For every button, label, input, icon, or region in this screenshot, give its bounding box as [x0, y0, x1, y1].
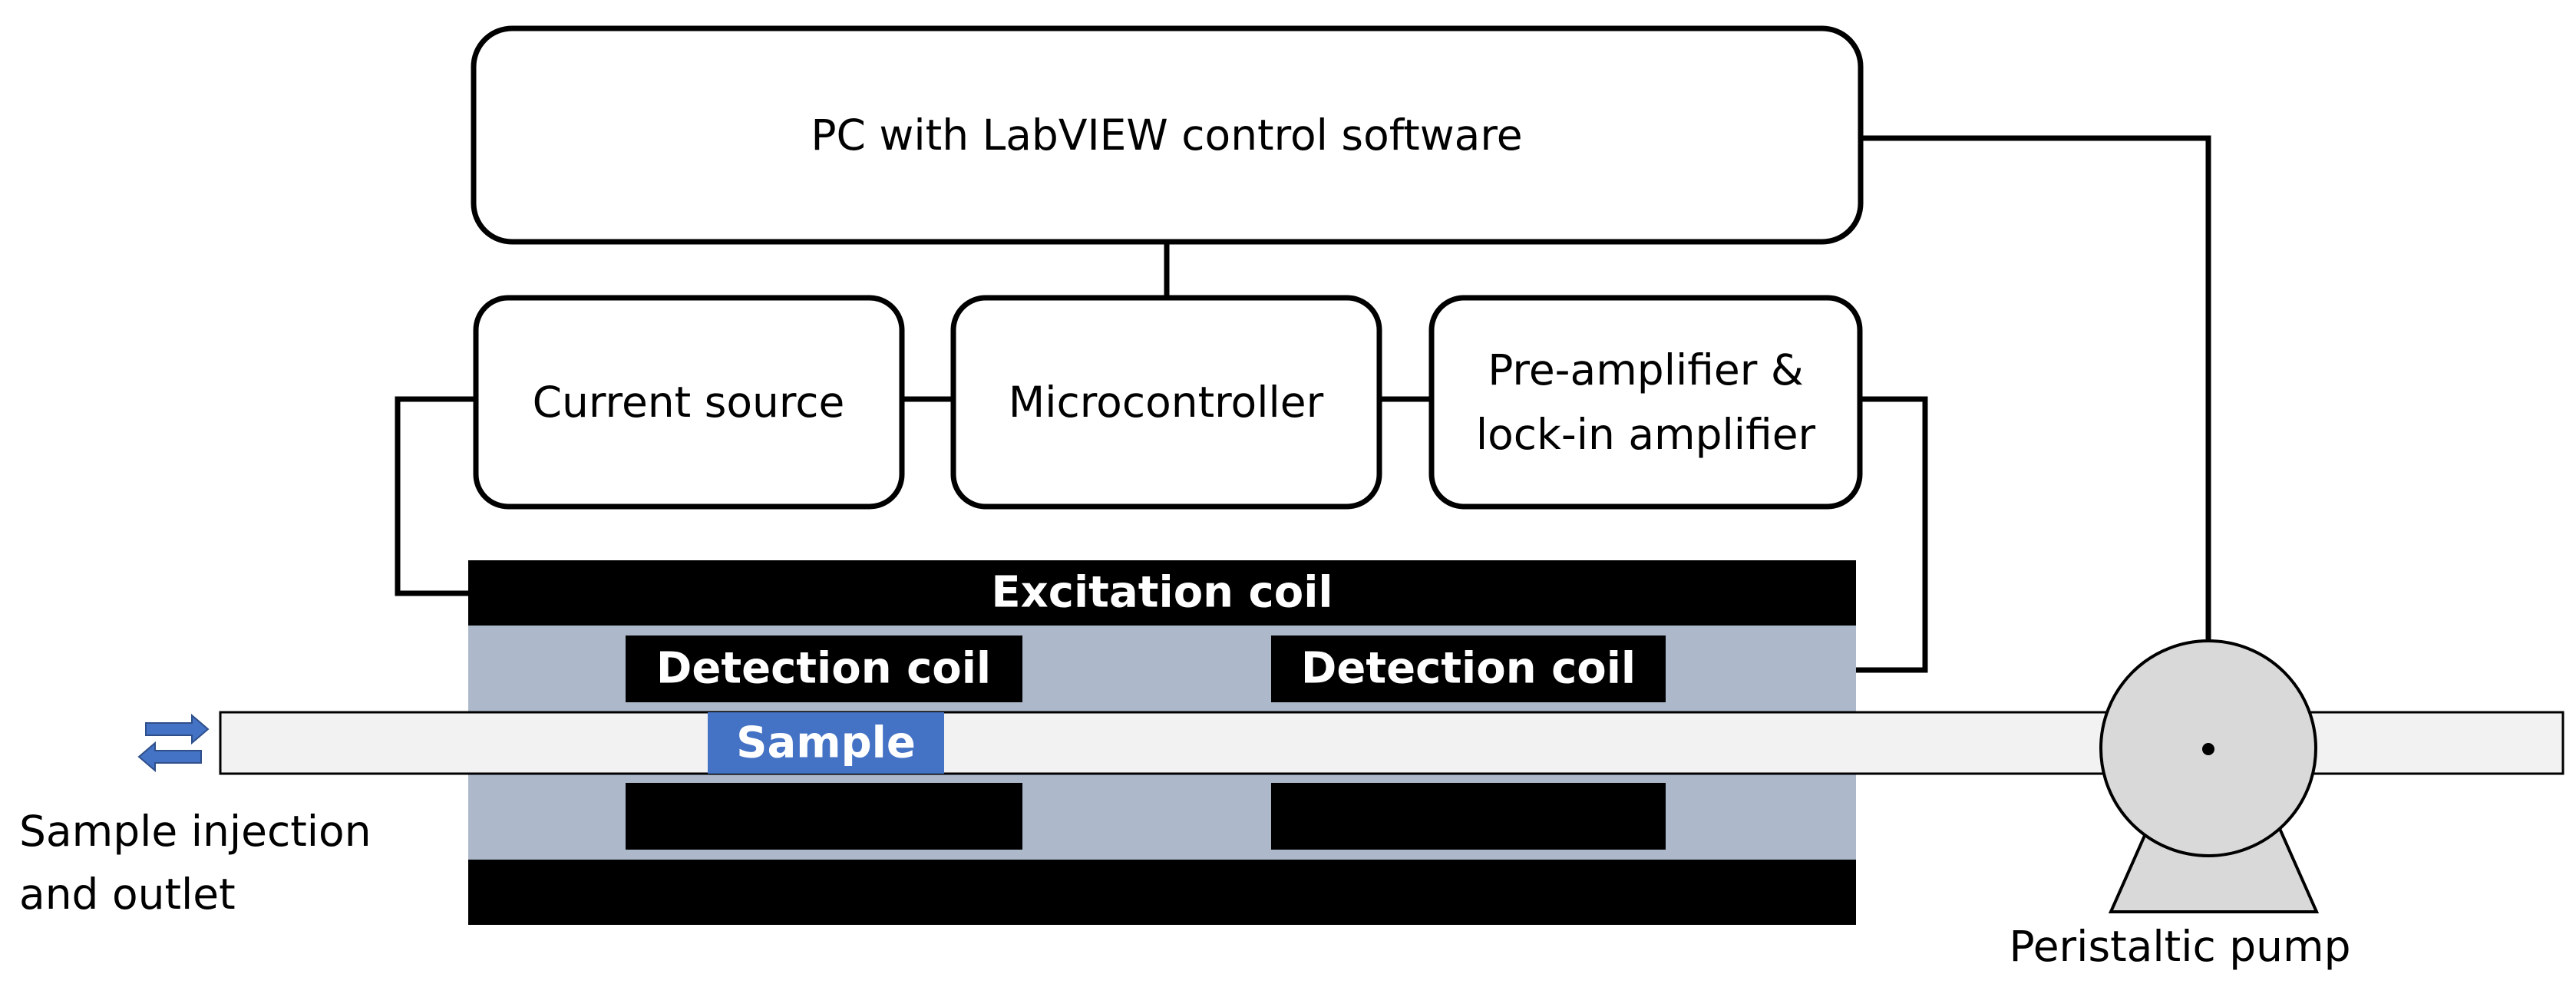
- detection-coil-right-label: Detection coil: [1301, 644, 1636, 694]
- injection-label-line2: and outlet: [19, 870, 236, 919]
- injection-label-line1: Sample injection: [19, 807, 372, 856]
- preamp-label-line1: Pre-amplifier &: [1488, 345, 1804, 395]
- wire-current-source-excitation-coil: [395, 396, 476, 596]
- excitation-coil-label: Excitation coil: [991, 568, 1333, 618]
- microcontroller-box: [950, 295, 1382, 510]
- preamp-label-line2: lock-in amplifier: [1476, 410, 1816, 459]
- detection-coil-left-top: [626, 636, 1022, 702]
- detection-coil-left-label: Detection coil: [656, 644, 991, 694]
- control-blocks: PC with LabVIEW control software Current…: [471, 25, 1864, 510]
- wire-pc-pump: [1863, 135, 2211, 641]
- current-source-box: [473, 295, 905, 510]
- pump-axle-icon: [2202, 743, 2214, 755]
- current-source-label: Current source: [533, 378, 845, 427]
- excitation-coil-bottom: [468, 860, 1856, 925]
- flow-arrows-icon: [137, 713, 210, 773]
- preamp-box: [1428, 295, 1863, 510]
- detection-coil-right-bottom: [1271, 783, 1666, 850]
- sample-block: [708, 712, 944, 774]
- pc-box: [471, 25, 1864, 245]
- excitation-coil-top: [468, 560, 1856, 626]
- peristaltic-pump: [2099, 639, 2320, 913]
- pump-label: Peristaltic pump: [2010, 922, 2351, 971]
- pc-label: PC with LabVIEW control software: [811, 111, 1522, 160]
- arrow-right-icon: [145, 713, 210, 745]
- sample-label: Sample: [736, 718, 916, 768]
- detection-coil-right-top: [1271, 636, 1666, 702]
- microcontroller-label: Microcontroller: [1009, 378, 1324, 427]
- arrow-left-icon: [137, 741, 202, 773]
- detection-coil-left-bottom: [626, 783, 1022, 850]
